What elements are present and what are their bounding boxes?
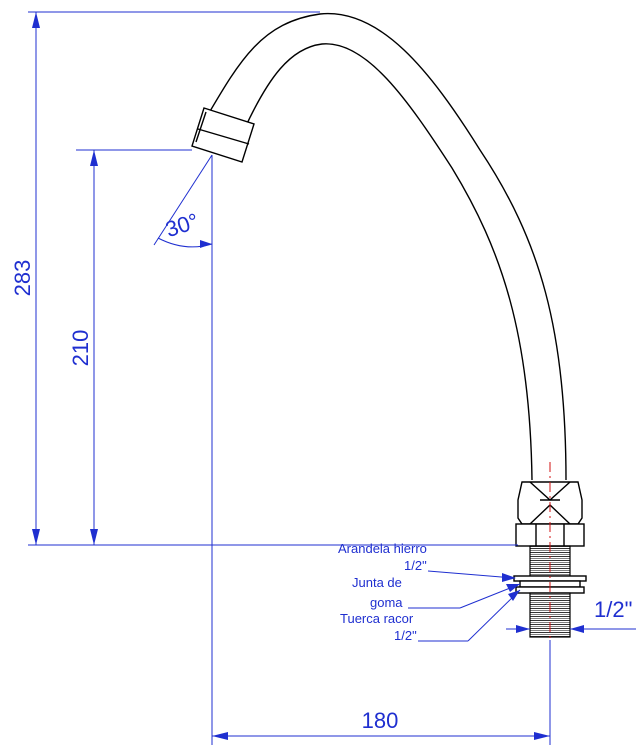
callout-connector-nut-line1: Tuerca racor [340,611,414,626]
callout-iron-washer: Arandela hierro 1/2" [338,541,516,582]
callout-rubber-gasket: Junta de goma [352,575,521,610]
faucet-spout [191,12,567,481]
dim-thread-size: 1/2" [506,597,636,633]
callout-rubber-gasket-line1: Junta de [352,575,402,590]
callout-connector-nut-line2: 1/2" [394,628,417,643]
aerator [191,107,255,163]
dim-total-height-value: 283 [10,260,35,297]
callout-rubber-gasket-line2: goma [370,595,403,610]
dim-reach: 180 [212,640,551,745]
dim-outlet-height: 210 [68,149,192,545]
dim-spray-angle-value: 30° [162,208,201,242]
dim-thread-size-value: 1/2" [594,597,632,622]
dim-outlet-height-value: 210 [68,330,93,367]
callout-iron-washer-line1: Arandela hierro [338,541,427,556]
dim-reach-value: 180 [362,708,399,733]
callout-iron-washer-line2: 1/2" [404,558,427,573]
dim-total-height: 283 [10,11,518,546]
callout-connector-nut: Tuerca racor 1/2" [340,589,521,643]
dim-spray-angle: 30° [153,154,213,745]
